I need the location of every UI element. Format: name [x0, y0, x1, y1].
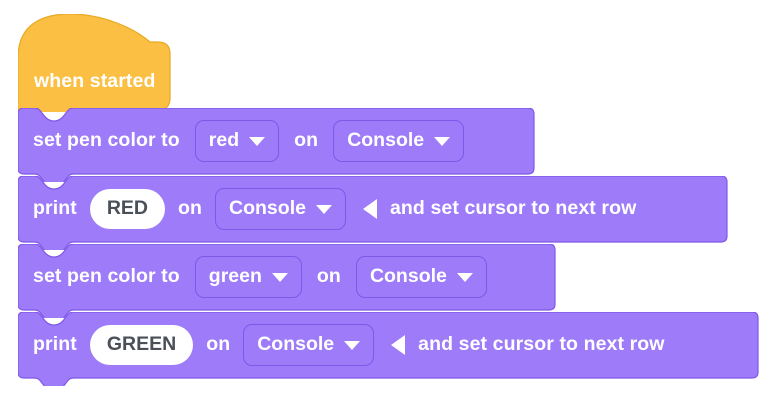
on-label: on [316, 265, 341, 288]
chevron-down-icon [456, 273, 473, 282]
device-value: Console [347, 129, 425, 152]
set-pen-color-label: set pen color to [33, 129, 180, 152]
block-set-pen-color-green[interactable]: set pen color to green on Console [18, 244, 556, 318]
hat-block-when-started[interactable]: when started [18, 14, 182, 112]
script-stack[interactable]: when started set pen color to red on Con… [18, 14, 759, 386]
triangle-left-icon [362, 199, 377, 219]
pen-color-value: red [208, 129, 240, 152]
pen-color-dropdown[interactable]: red [194, 120, 280, 162]
device-dropdown[interactable]: Console [333, 120, 465, 162]
block-shape [18, 312, 759, 386]
device-dropdown[interactable]: Console [215, 188, 346, 230]
chevron-down-icon [344, 341, 361, 350]
triangle-left-icon [391, 335, 406, 355]
pen-color-value: green [208, 265, 262, 288]
on-label: on [294, 129, 319, 152]
set-cursor-next-row-label: and set cursor to next row [389, 197, 637, 220]
on-label: on [178, 197, 203, 220]
block-set-pen-color-red[interactable]: set pen color to red on Console [18, 108, 535, 182]
chevron-down-icon [271, 273, 288, 282]
print-label: print [33, 333, 77, 356]
chevron-down-icon [434, 137, 451, 146]
device-dropdown[interactable]: Console [355, 256, 487, 298]
block-print-green[interactable]: print GREEN on Console and set cursor to… [18, 312, 759, 386]
print-text-value: GREEN [106, 333, 177, 356]
device-value: Console [257, 333, 335, 356]
hat-block-label: when started [34, 70, 156, 92]
pen-color-dropdown[interactable]: green [194, 256, 302, 298]
print-label: print [33, 197, 77, 220]
set-cursor-next-row-label: and set cursor to next row [418, 333, 665, 356]
device-value: Console [229, 197, 306, 220]
print-text-input[interactable]: GREEN [89, 325, 194, 365]
chevron-down-icon [249, 137, 266, 146]
hat-block-shape [18, 14, 171, 112]
device-dropdown[interactable]: Console [243, 324, 375, 366]
set-pen-color-label: set pen color to [33, 265, 180, 288]
on-label: on [206, 333, 231, 356]
print-text-value: RED [106, 197, 148, 220]
print-text-input[interactable]: RED [89, 189, 165, 229]
block-print-red[interactable]: print RED on Console and set cursor to n… [18, 176, 728, 250]
chevron-down-icon [315, 205, 332, 214]
device-value: Console [369, 265, 447, 288]
